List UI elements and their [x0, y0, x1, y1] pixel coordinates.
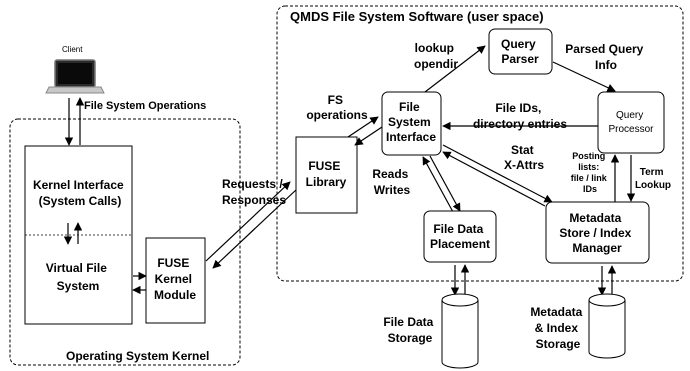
fuse-kernel-module-label: FUSE Kernel Module: [154, 256, 196, 302]
fuse-library-box: [295, 136, 358, 214]
query-parser-label: Query Parser: [501, 37, 539, 66]
user-space-region: [276, 5, 684, 282]
reads-writes-label: Reads Writes: [372, 167, 411, 197]
user-space-title: QMDS File System Software (user space): [290, 9, 544, 24]
fuse-kernel-module-box: [145, 237, 206, 324]
client-label: Client: [62, 45, 83, 54]
file-data-storage-label: File Data Storage: [383, 315, 436, 345]
metadata-index-storage-cylinder: [588, 293, 626, 359]
parsed-query-info-label: Parsed Query Info: [565, 42, 646, 72]
file-system-operations-label: File System Operations: [84, 100, 206, 112]
file-data-placement-label: File Data Placement: [430, 222, 490, 251]
fs-interface-label: File System Interface: [386, 100, 436, 144]
file-data-placement-box: [423, 210, 497, 263]
requests-responses-label: Requests / Responses: [222, 177, 286, 207]
fuse-library-label: FUSE Library: [306, 159, 347, 189]
stat-xattrs-label: Stat X-Attrs: [504, 143, 544, 172]
query-processor-box: [597, 91, 665, 154]
laptop-icon: [45, 59, 105, 94]
lookup-opendir-label: lookup opendir: [414, 41, 458, 71]
file-data-storage-cylinder: [441, 293, 479, 369]
kernel-interface-label: Kernel Interface (System Calls): [33, 178, 127, 208]
metadata-store-label: Metadata Store / Index Manager: [559, 211, 634, 255]
query-parser-box: [488, 28, 553, 75]
kernel-title: Operating System Kernel: [66, 349, 209, 363]
virtual-fs-label: Virtual File System: [46, 261, 110, 293]
query-processor-label: Query Processor: [608, 110, 654, 135]
posting-lists-label: Posting lists: file / link IDs: [571, 151, 610, 194]
fs-interface-box: [381, 91, 442, 156]
metadata-store-box: [545, 201, 650, 264]
fs-operations-label: FS operations: [306, 93, 368, 122]
metadata-index-storage-label: Metadata & Index Storage: [530, 305, 585, 351]
term-lookup-label: Term Lookup: [635, 167, 671, 191]
file-ids-label: File IDs, directory entries: [473, 101, 567, 131]
